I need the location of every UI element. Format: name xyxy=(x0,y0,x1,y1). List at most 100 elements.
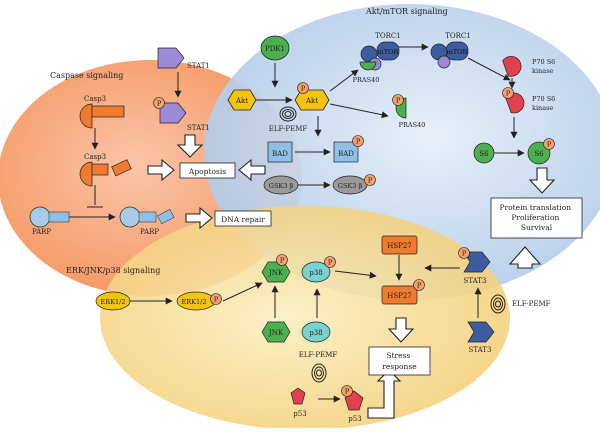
stat1-phospho-node: P STAT1 xyxy=(153,97,210,132)
svg-text:Casp3: Casp3 xyxy=(84,153,106,161)
svg-text:ELF-PEMF: ELF-PEMF xyxy=(269,125,308,133)
p38-node: p38 xyxy=(301,321,331,343)
svg-text:STAT1: STAT1 xyxy=(187,62,210,70)
svg-text:kinase: kinase xyxy=(532,104,553,112)
hsp27-to-stress-arrow xyxy=(387,317,415,343)
svg-text:mTOR: mTOR xyxy=(447,48,469,56)
svg-text:P: P xyxy=(214,296,219,304)
svg-text:STAT1: STAT1 xyxy=(187,124,210,132)
p53-to-stress-arrow xyxy=(367,369,402,419)
region-caspase-label: Caspase signaling xyxy=(50,71,123,80)
svg-text:P: P xyxy=(396,97,401,105)
svg-text:P: P xyxy=(547,141,552,149)
svg-text:PARP: PARP xyxy=(140,228,159,236)
s6-node: S6 xyxy=(473,142,495,164)
svg-text:P70 S6: P70 S6 xyxy=(532,95,555,103)
svg-text:ERK1/2: ERK1/2 xyxy=(101,298,126,306)
region-erk xyxy=(100,206,510,430)
stat1-node: STAT1 xyxy=(157,47,210,70)
pdk1-node: PDK1 xyxy=(260,35,290,61)
svg-text:P: P xyxy=(280,257,285,265)
elf-pemf-coil-stat3: ELF-PEMF xyxy=(490,294,551,314)
torc1-complex-a: TORC1 mTOR PRAS40 xyxy=(353,32,401,84)
casp3-node: Casp3 xyxy=(79,95,125,129)
svg-text:PARP: PARP xyxy=(32,228,51,236)
svg-text:p38: p38 xyxy=(309,269,322,277)
p53-node: p53 xyxy=(290,387,307,418)
s6-phospho-node: S6 P xyxy=(527,138,555,165)
svg-text:PDK1: PDK1 xyxy=(265,45,285,53)
svg-text:P: P xyxy=(345,388,350,396)
svg-text:P: P xyxy=(301,85,306,93)
bad-node: BAD xyxy=(267,141,293,163)
svg-text:Casp3: Casp3 xyxy=(84,95,106,103)
svg-text:P70 S6: P70 S6 xyxy=(532,58,555,66)
svg-text:ELF-PEMF: ELF-PEMF xyxy=(512,300,551,308)
akt-phospho-node: Akt P xyxy=(294,82,330,111)
svg-text:S6: S6 xyxy=(534,150,544,158)
svg-text:STAT3: STAT3 xyxy=(464,277,487,285)
svg-text:P: P xyxy=(368,177,373,185)
svg-text:TORC1: TORC1 xyxy=(445,32,471,40)
erk-node: ERK1/2 xyxy=(95,291,131,311)
hsp27-node: HSP27 xyxy=(381,235,418,255)
casp3-to-apoptosis-arrow xyxy=(147,158,175,182)
parp-cleaved-node: PARP xyxy=(119,206,175,236)
akt-to-apoptosis-arrow xyxy=(238,158,266,182)
gsk3b-phospho-node: GSK3 β P xyxy=(332,174,376,195)
dna-repair-label: DNA repair xyxy=(221,215,265,224)
svg-text:GSK3 β: GSK3 β xyxy=(269,182,294,190)
svg-text:Akt: Akt xyxy=(235,97,248,105)
svg-text:p53: p53 xyxy=(348,415,361,423)
jnk-phospho-node: JNK P xyxy=(261,254,291,283)
svg-text:PRAS40: PRAS40 xyxy=(399,121,426,129)
svg-text:P: P xyxy=(417,282,422,290)
region-akt-label: Akt/mTOR signaling xyxy=(365,7,448,16)
svg-text:PRAS40: PRAS40 xyxy=(353,76,380,84)
region-erk-label: ERK/JNK/p38 signaling xyxy=(66,266,160,275)
protein-translation-box xyxy=(490,197,583,239)
jnk-node: JNK xyxy=(261,321,291,343)
p53-phospho-node: P p53 xyxy=(341,385,364,423)
stat3-phospho-node: P STAT3 xyxy=(458,247,491,285)
p70-s6-kinase-node: P70 S6 kinase xyxy=(502,56,555,77)
svg-text:p38: p38 xyxy=(309,329,322,337)
svg-text:Akt: Akt xyxy=(305,97,318,105)
svg-text:TORC1: TORC1 xyxy=(375,32,401,40)
svg-text:P: P xyxy=(462,250,467,258)
stat1-to-apoptosis-arrow xyxy=(176,134,204,158)
stress-response-label: Stress response xyxy=(382,351,417,371)
p70-s6-kinase-phospho-node: P P70 S6 kinase xyxy=(502,87,555,114)
svg-text:BAD: BAD xyxy=(272,150,288,158)
svg-text:mTOR: mTOR xyxy=(378,48,400,56)
apoptosis-box xyxy=(179,162,236,179)
parp-node: PARP xyxy=(29,206,70,236)
p38-phospho-node: p38 P xyxy=(301,256,336,283)
svg-text:ELF-PEMF: ELF-PEMF xyxy=(299,351,338,359)
svg-text:STAT3: STAT3 xyxy=(469,346,492,354)
svg-text:P: P xyxy=(157,100,162,108)
stat3-to-protein-arrow xyxy=(508,246,542,269)
elf-pemf-coil-akt: ELF-PEMF xyxy=(269,106,308,133)
svg-text:HSP27: HSP27 xyxy=(387,292,412,300)
pras40-phospho-node: P PRAS40 xyxy=(392,94,426,129)
elf-pemf-coil-p53: ELF-PEMF xyxy=(299,351,338,383)
svg-text:kinase: kinase xyxy=(532,67,553,75)
svg-text:P: P xyxy=(328,259,333,267)
stress-response-box xyxy=(368,346,431,376)
hsp27-phospho-node: HSP27 P xyxy=(381,279,425,305)
akt-node: Akt xyxy=(227,89,257,111)
erk-phospho-node: ERK1/2 P xyxy=(176,291,222,311)
svg-text:BAD: BAD xyxy=(338,150,354,158)
svg-text:S6: S6 xyxy=(479,150,489,158)
casp3-cleaved-node: Casp3 xyxy=(79,153,132,187)
torc1-complex-b: TORC1 mTOR xyxy=(430,32,471,69)
svg-text:ERK1/2: ERK1/2 xyxy=(182,298,207,306)
svg-text:GSK3 β: GSK3 β xyxy=(338,182,363,190)
svg-text:P: P xyxy=(506,90,511,98)
apoptosis-label: Apoptosis xyxy=(188,167,226,176)
svg-text:JNK: JNK xyxy=(268,329,284,337)
stat3-node: STAT3 xyxy=(467,321,495,354)
svg-text:JNK: JNK xyxy=(268,269,284,277)
